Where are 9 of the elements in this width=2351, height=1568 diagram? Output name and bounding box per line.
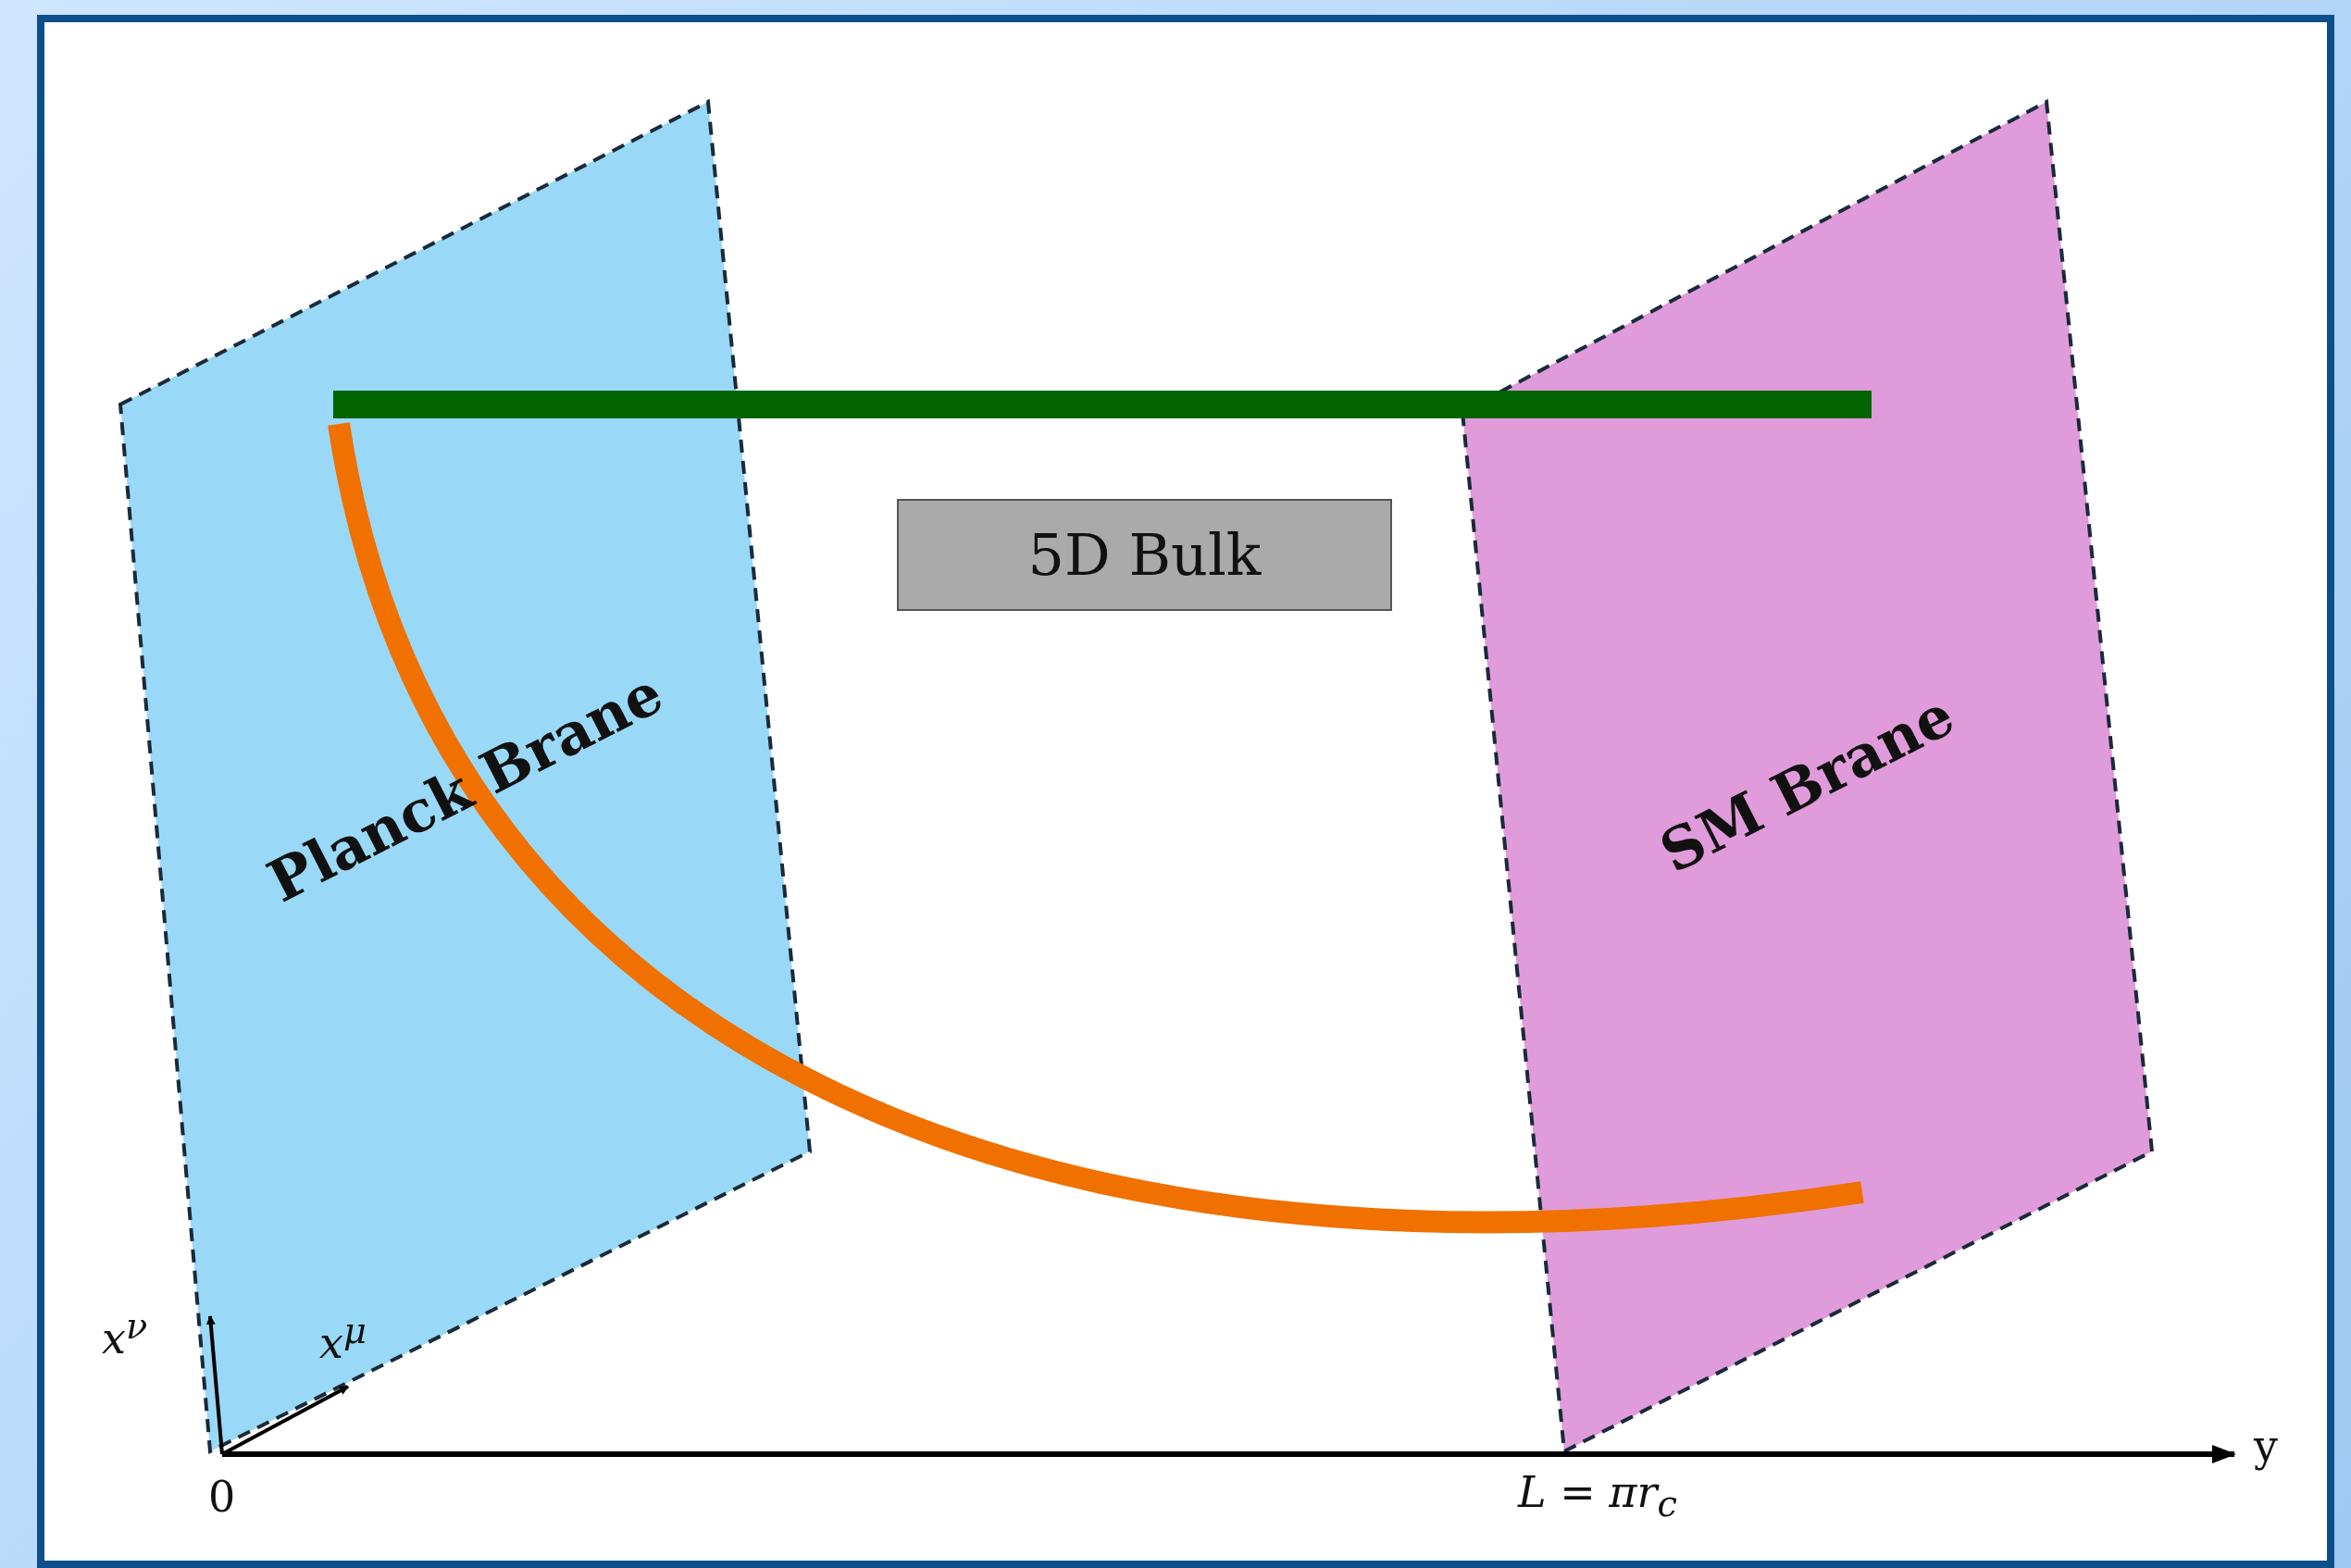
axis-label: x$^{μ}$: [319, 1310, 367, 1369]
profile-line: [333, 391, 1872, 418]
position-label: L = πr$_{c}$: [1518, 1467, 1678, 1525]
box-label: 5D Bulk: [1027, 521, 1262, 589]
label-box: [897, 499, 1392, 611]
origin-label: 0: [208, 1472, 236, 1522]
wavefunction-curve: [328, 421, 1864, 1234]
axis-label: x$^{ν}$: [102, 1305, 148, 1364]
axis-label: y: [2254, 1421, 2278, 1471]
